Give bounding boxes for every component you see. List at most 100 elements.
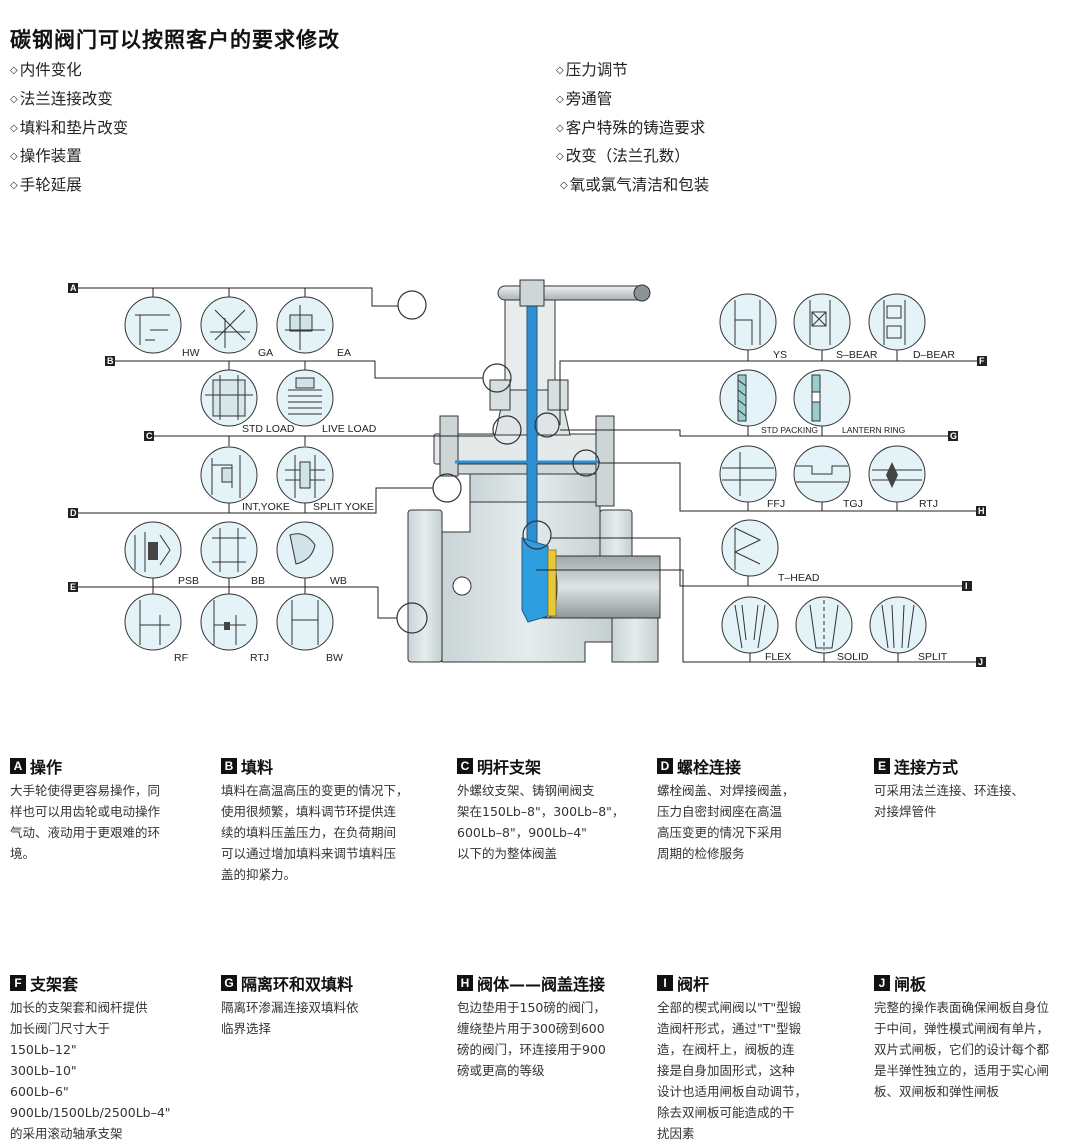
letter-badge: A <box>10 758 26 774</box>
label-rtj-e: RTJ <box>250 652 269 664</box>
detail-ea <box>276 296 334 354</box>
label-flex: FLEX <box>765 651 791 663</box>
label-rtj-h: RTJ <box>919 498 938 510</box>
desc-heading: 支架套 <box>30 975 79 994</box>
desc-body: 完整的操作表面确保闸板自身位于中间，弹性模式闸阀有单片，双片式闸板，它们的设计每… <box>874 1000 1050 1099</box>
desc-heading: 螺栓连接 <box>677 758 742 777</box>
detail-rtj-e <box>200 593 258 651</box>
feature-item: ◇填料和垫片改变 <box>10 119 129 137</box>
valve-diagram: HW GA EA STD LOAD LIVE LOAD INT,YOKE SPL… <box>68 279 987 667</box>
desc-body: 螺栓阀盖、对焊接阀盖，压力自密封阀座在高温高压变更的情况下采用周期的检修服务 <box>657 783 795 861</box>
desc-body: 填料在高温高压的变更的情况下，使用很频繁，填料调节环提供连续的填料压盖压力，在负… <box>221 783 409 882</box>
detail-d-bear <box>868 293 926 351</box>
label-live-load: LIVE LOAD <box>322 423 377 435</box>
label-rf: RF <box>174 652 188 664</box>
label-ga: GA <box>258 347 273 359</box>
detail-split-yoke <box>276 446 334 504</box>
label-tgj: TGJ <box>843 498 863 510</box>
desc-heading: 隔离环和双填料 <box>241 975 354 994</box>
diamond-marker-icon: ◇ <box>10 65 18 76</box>
label-d-bear: D–BEAR <box>913 349 955 361</box>
letter-badge: C <box>457 758 473 774</box>
marker-i: I <box>965 581 968 591</box>
letter-markers: A B C D E F G H I J <box>68 283 987 667</box>
detail-ffj <box>719 445 777 503</box>
label-std-load: STD LOAD <box>242 423 295 435</box>
feature-item: ◇法兰连接改变 <box>10 90 113 108</box>
diamond-marker-icon: ◇ <box>556 65 564 76</box>
label-int-yoke: INT,YOKE <box>242 501 290 513</box>
callout-circle <box>492 415 522 445</box>
desc-heading: 明杆支架 <box>477 758 542 777</box>
gate-valve-illustration <box>407 279 661 663</box>
label-ea: EA <box>337 347 351 359</box>
letter-badge: G <box>221 975 237 991</box>
letter-badge: E <box>874 758 890 774</box>
label-wb: WB <box>330 575 347 587</box>
marker-a: A <box>70 283 77 293</box>
desc-heading: 连接方式 <box>894 758 959 777</box>
feature-item: ◇手轮延展 <box>10 176 82 194</box>
label-ys: YS <box>773 349 787 361</box>
detail-ys <box>719 293 777 351</box>
marker-j: J <box>978 657 983 667</box>
label-bw: BW <box>326 652 343 664</box>
detail-lantern-ring <box>793 369 851 427</box>
detail-bw <box>276 593 334 651</box>
desc-heading: 操作 <box>30 758 63 777</box>
page-title: 碳钢阀门可以按照客户的要求修改 <box>10 28 340 52</box>
letter-badge: I <box>657 975 673 991</box>
diamond-marker-icon: ◇ <box>556 94 564 105</box>
feature-item: ◇氧或氯气清洁和包装 <box>560 176 710 194</box>
detail-flex <box>721 596 779 654</box>
desc-heading: 阀杆 <box>677 975 710 994</box>
marker-h: H <box>978 506 985 516</box>
detail-circles-left <box>124 296 334 651</box>
label-split: SPLIT <box>918 651 948 663</box>
marker-d: D <box>70 508 77 518</box>
callout-circle <box>534 412 560 438</box>
desc-body: 外螺纹支架、铸钢闸阀支架在150Lb–8"，300Lb–8"，600Lb–8"，… <box>457 783 625 861</box>
diamond-marker-icon: ◇ <box>556 123 564 134</box>
label-t-head: T–HEAD <box>778 572 820 584</box>
letter-badge: B <box>221 758 237 774</box>
feature-item: ◇操作装置 <box>10 147 82 165</box>
desc-body: 可采用法兰连接、环连接、对接焊管件 <box>874 783 1025 819</box>
feature-item: ◇旁通管 <box>556 90 613 108</box>
detail-rf <box>124 593 182 651</box>
detail-std-load <box>200 369 258 427</box>
feature-item: ◇客户特殊的铸造要求 <box>556 119 706 137</box>
marker-e: E <box>70 582 76 592</box>
feature-item: ◇内件变化 <box>10 61 82 79</box>
detail-s-bear <box>793 293 851 351</box>
diamond-marker-icon: ◇ <box>10 94 18 105</box>
detail-circles-right <box>719 293 927 654</box>
detail-wb <box>276 521 334 579</box>
diamond-marker-icon: ◇ <box>560 180 568 191</box>
callout-circle <box>432 473 462 503</box>
detail-std-packing <box>719 369 777 427</box>
label-lantern-ring: LANTERN RING <box>842 425 905 435</box>
detail-int-yoke <box>200 446 258 504</box>
label-bb: BB <box>251 575 265 587</box>
marker-g: G <box>950 431 957 441</box>
letter-badge: J <box>874 975 890 991</box>
label-psb: PSB <box>178 575 199 587</box>
letter-badge: F <box>10 975 26 991</box>
feature-item: ◇压力调节 <box>556 61 628 79</box>
label-hw: HW <box>182 347 200 359</box>
detail-solid <box>795 596 853 654</box>
label-solid: SOLID <box>837 651 869 663</box>
letter-badge: H <box>457 975 473 991</box>
callout-circle <box>522 520 552 550</box>
marker-c: C <box>146 431 153 441</box>
desc-heading: 闸板 <box>894 975 927 994</box>
